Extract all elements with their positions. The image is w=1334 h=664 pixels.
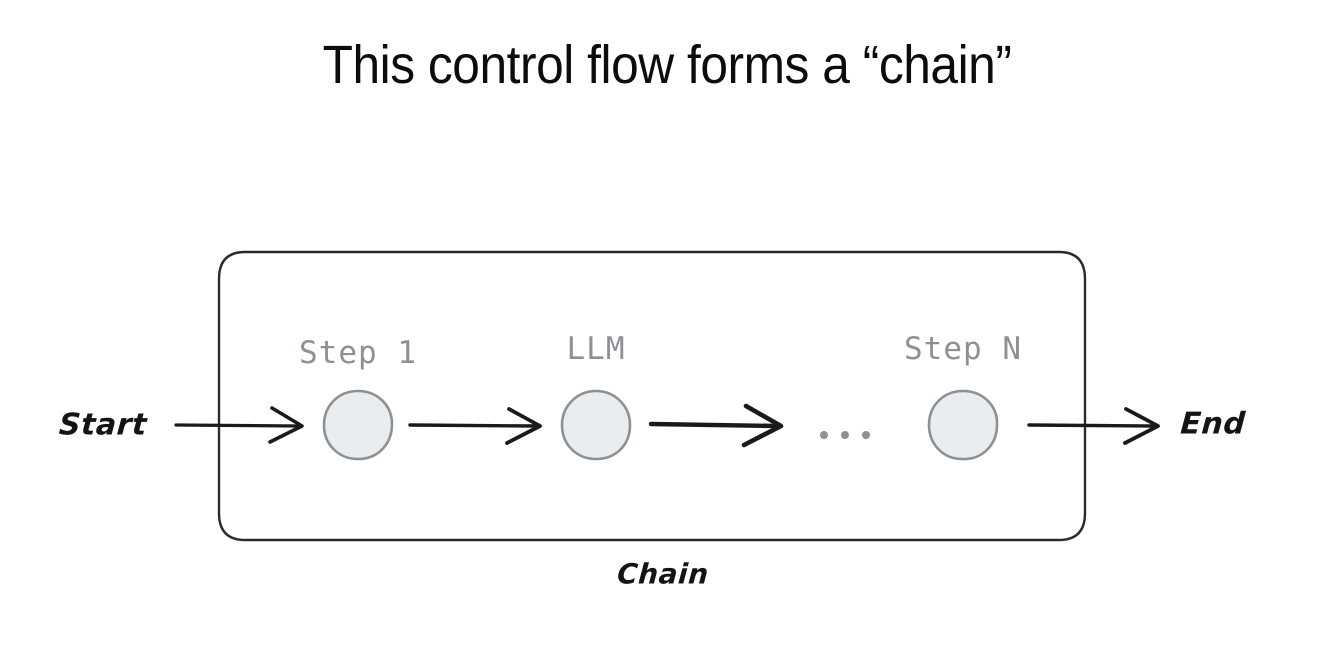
ellipsis-dot	[862, 431, 870, 439]
arrow-start-to-step1	[174, 406, 304, 444]
ellipsis-dot	[820, 431, 828, 439]
node-label-step-n: Step N	[904, 331, 1022, 367]
entry-label-start: Start	[57, 407, 149, 443]
node-circle-llm	[560, 389, 632, 461]
page-title: This control flow forms a “chain”	[322, 35, 1012, 95]
ellipsis-dot	[841, 431, 849, 439]
arrow-stepn-to-end	[1027, 407, 1160, 445]
node-label-llm: LLM	[566, 331, 626, 367]
exit-label-end: End	[1179, 406, 1247, 442]
node-circle-step-n	[927, 389, 999, 461]
node-circle-step-1	[322, 389, 394, 461]
arrow-step1-to-llm	[408, 407, 542, 445]
arrow-llm-to-ellipsis	[648, 403, 784, 448]
ellipsis-indicator	[820, 431, 870, 439]
chain-box-caption: Chain	[616, 557, 710, 591]
node-label-step-1: Step 1	[299, 335, 417, 371]
chain-box-outline	[217, 250, 1087, 542]
